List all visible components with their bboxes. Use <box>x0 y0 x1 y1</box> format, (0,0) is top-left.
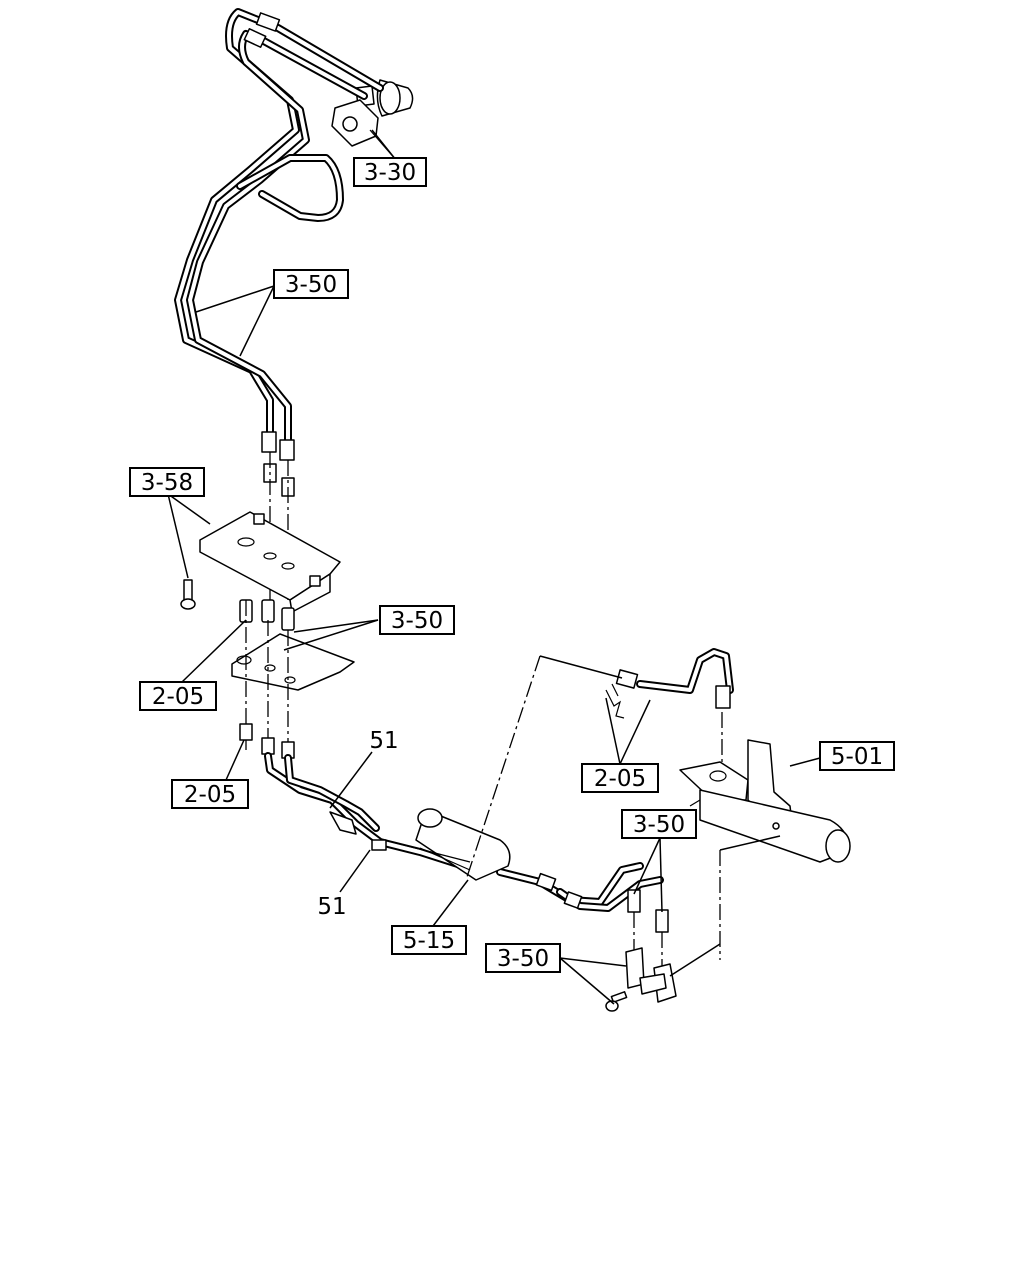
retaining-clips <box>605 683 625 719</box>
assembly-guide-lines <box>465 655 721 960</box>
joint-bolt <box>605 991 628 1012</box>
svg-text:5-15: 5-15 <box>403 928 455 954</box>
svg-text:2-05: 2-05 <box>152 684 204 710</box>
callout-5-15: 5-15 <box>391 925 467 955</box>
bracket-dashed-guides <box>245 600 289 750</box>
svg-text:3-58: 3-58 <box>141 470 193 496</box>
three-way-joint <box>625 947 677 1003</box>
callout-3-50-mid: 3-50 <box>379 605 455 635</box>
callout-3-58: 3-58 <box>129 467 205 497</box>
svg-text:3-50: 3-50 <box>391 608 443 634</box>
svg-text:5-01: 5-01 <box>831 744 883 770</box>
callout-51-bottom: 51 <box>317 894 346 920</box>
bolt <box>180 579 196 610</box>
svg-text:3-50: 3-50 <box>497 946 549 972</box>
callout-3-30: 3-30 <box>353 157 427 187</box>
master-cylinder-valve-assembly <box>331 79 414 161</box>
callout-3-50-right: 3-50 <box>621 809 697 839</box>
callout-3-50-bottom: 3-50 <box>485 943 561 973</box>
callout-5-01: 5-01 <box>819 741 895 771</box>
pipe-clip <box>329 811 387 851</box>
lower-fittings <box>239 723 295 759</box>
right-vertical-fittings <box>627 889 669 970</box>
svg-text:3-50: 3-50 <box>633 812 685 838</box>
svg-text:2-05: 2-05 <box>594 766 646 792</box>
right-upper-brake-pipe <box>615 648 734 770</box>
hose-fittings <box>535 872 583 909</box>
callout-2-05-left: 2-05 <box>139 681 217 711</box>
leader-lines <box>167 129 821 1005</box>
callout-2-05-lower: 2-05 <box>171 779 249 809</box>
upper-brake-pipes <box>174 8 384 454</box>
axle-tube <box>391 808 511 881</box>
svg-text:2-05: 2-05 <box>184 782 236 808</box>
svg-text:51: 51 <box>317 894 346 920</box>
upper-mounting-bracket <box>199 511 341 613</box>
svg-text:3-50: 3-50 <box>285 272 337 298</box>
callout-51-top: 51 <box>369 728 398 754</box>
svg-text:3-30: 3-30 <box>364 160 416 186</box>
svg-text:51: 51 <box>369 728 398 754</box>
spacers <box>239 599 295 631</box>
frame-bracket-and-tube <box>679 739 851 863</box>
lower-mounting-bracket <box>231 633 355 691</box>
callout-2-05-right: 2-05 <box>581 763 659 793</box>
callout-3-50-top: 3-50 <box>273 269 349 299</box>
